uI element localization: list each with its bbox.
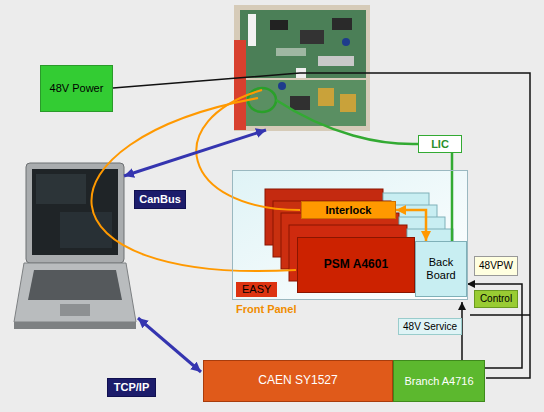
crate-name: EASY bbox=[236, 282, 277, 297]
laptop-screen bbox=[32, 169, 118, 255]
box-text: Branch A4716 bbox=[404, 375, 473, 388]
box-text: CAEN SY1527 bbox=[258, 374, 337, 388]
touchpad bbox=[60, 304, 90, 316]
laptop-base bbox=[14, 263, 136, 322]
crate-picture bbox=[232, 170, 468, 300]
lic-box: LIC bbox=[418, 135, 462, 153]
box-text: PSM A4601 bbox=[324, 258, 388, 272]
signal-box: 48V Service bbox=[398, 318, 462, 335]
box-text: Control bbox=[480, 293, 512, 305]
box-text: 48V Service bbox=[403, 321, 457, 333]
photo-ground bbox=[234, 5, 370, 131]
component bbox=[318, 56, 354, 66]
capacitor bbox=[342, 38, 350, 46]
box-text: LIC bbox=[431, 138, 449, 151]
chip bbox=[290, 96, 310, 110]
bus-box: CanBus bbox=[134, 190, 186, 209]
capacitor bbox=[278, 82, 286, 90]
chip bbox=[300, 30, 324, 44]
circuit-board bbox=[240, 10, 366, 78]
connector bbox=[467, 284, 522, 368]
power-box: 48V Power bbox=[40, 65, 113, 112]
chip bbox=[270, 20, 288, 30]
mainframe-box: CAEN SY1527 bbox=[203, 360, 393, 402]
connector bbox=[451, 153, 454, 241]
screen-window bbox=[36, 174, 86, 204]
crate-ground bbox=[232, 170, 468, 300]
transformer bbox=[318, 88, 334, 106]
module-card: PSM A4601 bbox=[297, 237, 415, 293]
backboard-box: Back Board bbox=[415, 241, 467, 297]
connector bbox=[248, 14, 256, 46]
laptop-front bbox=[14, 322, 136, 329]
box-text: CanBus bbox=[139, 193, 181, 206]
branch-box: Branch A4716 bbox=[393, 360, 485, 402]
transformer bbox=[340, 94, 356, 112]
lic-cable bbox=[276, 100, 418, 144]
box-text: 48VPW bbox=[479, 260, 513, 272]
power-wire bbox=[113, 73, 530, 378]
front-panel-cable bbox=[91, 98, 296, 271]
signal-box: 48VPW bbox=[474, 256, 518, 276]
panel-label: Front Panel bbox=[236, 303, 297, 315]
component bbox=[276, 48, 306, 56]
module-photo bbox=[234, 5, 370, 131]
control-wire bbox=[470, 314, 530, 316]
crate-box: EASY InterlockPSM A4601 Back Board bbox=[232, 170, 468, 300]
box-text: TCP/IP bbox=[114, 381, 149, 394]
laptop-lid bbox=[26, 163, 124, 263]
network-box: TCP/IP bbox=[107, 378, 156, 397]
keyboard bbox=[28, 270, 122, 300]
box-text: Back Board bbox=[419, 256, 463, 281]
circuit-board bbox=[240, 80, 366, 126]
chip bbox=[332, 18, 352, 30]
box-text: 48V Power bbox=[50, 82, 104, 95]
front-panel-plate bbox=[234, 40, 246, 130]
signal-box: Control bbox=[474, 290, 518, 308]
interlock-box: Interlock bbox=[301, 201, 396, 219]
box-text: Interlock bbox=[326, 204, 372, 217]
laptop-picture bbox=[14, 163, 136, 329]
tcpip-arrow bbox=[138, 318, 201, 372]
